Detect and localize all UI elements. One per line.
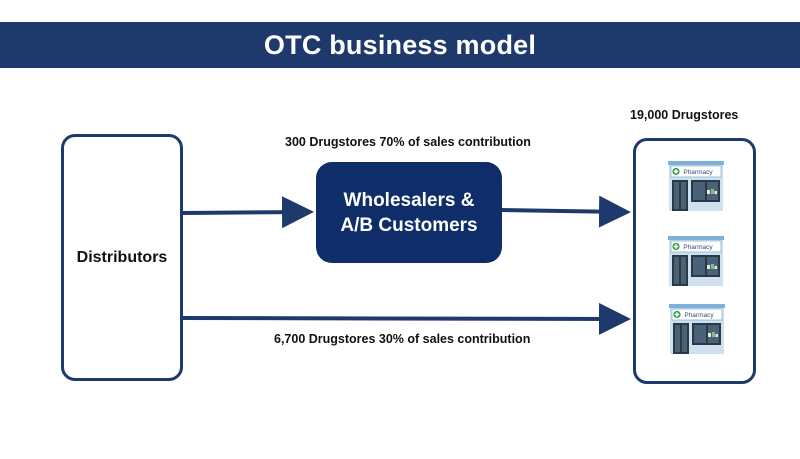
pharmacy-storefront-icon: Pharmacy [669,304,725,354]
pharmacy-storefront-icon: Pharmacy [668,236,724,286]
distributors-label: Distributors [76,248,168,266]
arrow-wholesalers-to-drugstores [501,195,631,228]
top-flow-label: 300 Drugstores 70% of sales contribution [285,135,531,149]
pharmacy-sign-text: Pharmacy [683,244,713,251]
arrow-distributors-to-wholesalers [182,196,314,229]
pharmacy-sign-text: Pharmacy [684,312,714,319]
wholesalers-label-line2: A/B Customers [340,214,478,236]
bottom-flow-label: 6,700 Drugstores 30% of sales contributi… [274,332,531,346]
page-title: OTC business model [263,29,537,60]
drugstores-total-label: 19,000 Drugstores [630,108,739,122]
pharmacy-storefront-icon: Pharmacy [668,161,724,211]
wholesalers-box: Wholesalers & A/B Customers [316,162,502,263]
arrow-distributors-to-drugstores [182,302,631,335]
title-banner: OTC business model [0,22,800,68]
pharmacy-sign-text: Pharmacy [683,169,713,176]
distributors-box: Distributors [61,134,183,381]
wholesalers-label-line1: Wholesalers & [343,189,475,211]
